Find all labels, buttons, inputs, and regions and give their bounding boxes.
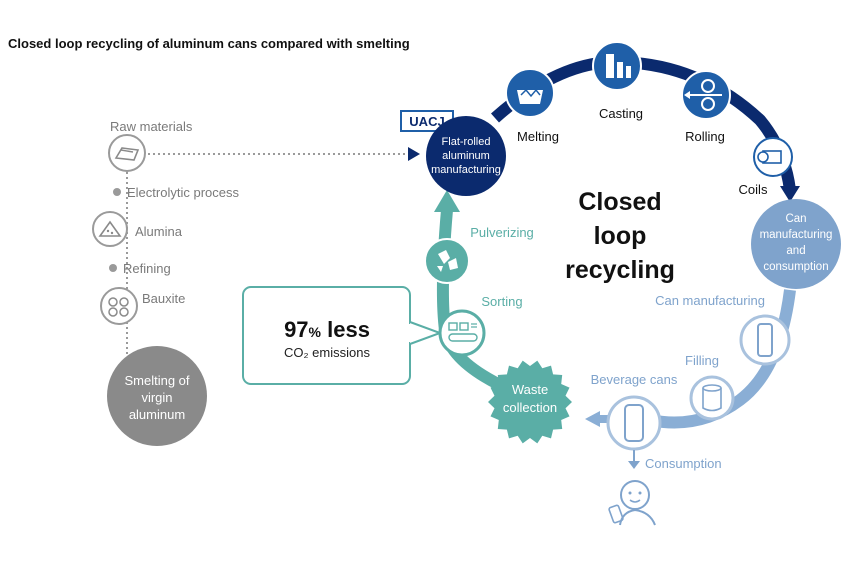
can-mfg-consumption-node: Can manufacturing and consumption bbox=[751, 199, 841, 289]
waste-collection-node: Waste collection bbox=[488, 360, 572, 444]
consumption-label: Consumption bbox=[645, 456, 722, 471]
can-manufacturing-icon bbox=[739, 314, 791, 366]
bauxite-icon bbox=[100, 287, 138, 325]
bauxite-label: Bauxite bbox=[142, 291, 185, 306]
svg-text:Closed: Closed bbox=[578, 188, 661, 216]
svg-text:aluminum: aluminum bbox=[129, 407, 185, 422]
refining-label: Refining bbox=[123, 261, 171, 276]
svg-text:virgin: virgin bbox=[141, 390, 172, 405]
left-arc-arrowhead bbox=[434, 190, 460, 212]
raw-to-loop-arrowhead bbox=[408, 147, 420, 161]
svg-text:Flat-rolled: Flat-rolled bbox=[442, 136, 491, 148]
electrolytic-label: Electrolytic process bbox=[127, 185, 239, 200]
rolling-label: Rolling bbox=[685, 129, 725, 144]
beverage-can-icon bbox=[606, 395, 662, 451]
pulverizing-label: Pulverizing bbox=[470, 225, 534, 240]
svg-text:UACJ: UACJ bbox=[409, 114, 444, 129]
svg-text:and: and bbox=[786, 245, 805, 257]
top-arc-arrowhead bbox=[780, 186, 800, 202]
svg-text:aluminum: aluminum bbox=[442, 150, 490, 162]
smelting-circle: Smelting of virgin aluminum bbox=[107, 346, 207, 446]
svg-text:loop: loop bbox=[594, 222, 647, 250]
alumina-icon bbox=[92, 211, 128, 247]
alumina-label: Alumina bbox=[135, 224, 183, 239]
emissions-value: 97% less bbox=[284, 317, 370, 342]
rolling-icon bbox=[681, 70, 731, 120]
svg-text:consumption: consumption bbox=[763, 261, 828, 273]
filling-icon bbox=[689, 375, 735, 421]
svg-text:manufacturing: manufacturing bbox=[760, 229, 833, 241]
sorting-icon bbox=[438, 309, 486, 357]
raw-materials-icon bbox=[108, 134, 146, 172]
electrolytic-dot bbox=[113, 188, 121, 196]
can-manufacturing-label: Can manufacturing bbox=[655, 293, 765, 308]
center-title: Closed loop recycling bbox=[565, 188, 675, 284]
melting-label: Melting bbox=[517, 129, 559, 144]
melting-icon bbox=[505, 68, 555, 118]
emissions-label: CO₂ emissions bbox=[284, 345, 370, 360]
person-icon bbox=[608, 480, 656, 526]
beverage-to-waste-arrowhead bbox=[585, 411, 600, 427]
casting-label: Casting bbox=[599, 106, 643, 121]
svg-text:Can: Can bbox=[785, 213, 806, 225]
filling-label: Filling bbox=[685, 353, 719, 368]
emissions-callout: 97% less CO₂ emissions bbox=[242, 286, 443, 385]
svg-text:Smelting of: Smelting of bbox=[124, 373, 189, 388]
coils-icon bbox=[753, 137, 793, 177]
casting-icon bbox=[592, 41, 642, 91]
flat-rolled-node: Flat-rolled aluminum manufacturing bbox=[426, 116, 506, 196]
pulverizing-icon bbox=[424, 238, 470, 284]
beverage-cans-label: Beverage cans bbox=[591, 372, 678, 387]
coils-label: Coils bbox=[739, 182, 768, 197]
refining-dot bbox=[109, 264, 117, 272]
svg-text:collection: collection bbox=[503, 400, 557, 415]
raw-materials-label: Raw materials bbox=[110, 119, 193, 134]
sorting-label: Sorting bbox=[481, 294, 522, 309]
svg-text:Waste: Waste bbox=[512, 382, 548, 397]
svg-text:recycling: recycling bbox=[565, 256, 675, 284]
svg-text:manufacturing: manufacturing bbox=[431, 164, 501, 176]
page-title: Closed loop recycling of aluminum cans c… bbox=[8, 36, 410, 51]
consumption-arrow bbox=[628, 461, 640, 469]
